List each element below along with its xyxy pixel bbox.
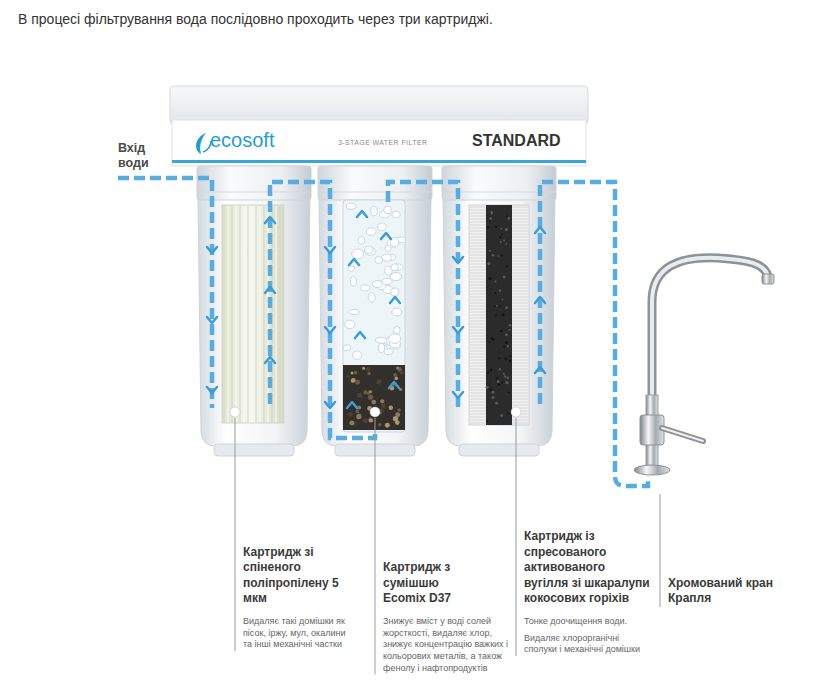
model-tagline: 3-STAGE WATER FILTER bbox=[338, 139, 427, 147]
flow-arrow bbox=[265, 357, 275, 363]
page-title: В процесі фільтрування вода послідовно п… bbox=[18, 11, 493, 27]
flow-arrow bbox=[389, 382, 399, 388]
brand-panel: ecosoft 3-STAGE WATER FILTER STANDARD bbox=[172, 120, 586, 166]
model-name: STANDARD bbox=[472, 132, 561, 150]
cartridge-description: Знижує вміст у воді солей жорсткості, ви… bbox=[383, 616, 511, 674]
flow-arrow bbox=[325, 327, 335, 333]
flow-arrow bbox=[207, 387, 217, 393]
flow-arrow bbox=[207, 247, 217, 253]
water-flow bbox=[118, 178, 648, 486]
cartridge-title: Картридж з сумішшю Ecomix D37 bbox=[383, 560, 483, 607]
leader-line bbox=[375, 418, 376, 674]
cartridge-description: Видаляє хлорорганічні сполуки і механічн… bbox=[524, 633, 649, 656]
flow-arrow bbox=[453, 327, 463, 333]
inlet-label: Вхід води bbox=[118, 141, 170, 170]
flow-arrow bbox=[265, 217, 275, 223]
leader-line bbox=[235, 418, 236, 651]
flow-arrow bbox=[390, 297, 400, 303]
flow-arrow bbox=[535, 227, 545, 233]
flow-arrow bbox=[347, 402, 357, 408]
leader-line bbox=[516, 418, 517, 656]
cartridge-description: Тонке доочищення води. bbox=[524, 616, 649, 628]
flow-arrow bbox=[349, 259, 359, 265]
flow-arrow bbox=[535, 297, 545, 303]
cartridge-description: Видаляє такі домішки як пісок, іржу, мул… bbox=[243, 616, 355, 651]
flow-arrow bbox=[535, 367, 545, 373]
flow-arrow bbox=[357, 211, 367, 217]
flow-arrow bbox=[207, 317, 217, 323]
leader-dot bbox=[230, 407, 521, 417]
faucet bbox=[634, 258, 774, 475]
flow-arrow bbox=[265, 287, 275, 293]
filter-bracket bbox=[170, 86, 588, 166]
cartridge-title: Картридж зі спіненого поліпропілену 5 мк… bbox=[243, 545, 348, 607]
brand-logo: ecosoft bbox=[210, 129, 274, 151]
flow-arrow bbox=[325, 402, 335, 408]
filter-housing bbox=[318, 166, 432, 456]
faucet-title: Хромований кран Крапля bbox=[668, 576, 793, 607]
flow-arrow bbox=[453, 392, 463, 398]
flow-arrow bbox=[355, 332, 365, 338]
leader-line bbox=[660, 494, 661, 607]
flow-arrow bbox=[381, 233, 391, 239]
cartridge-title: Картридж із спресованого активованого ву… bbox=[524, 529, 652, 607]
flow-arrow bbox=[325, 247, 335, 253]
flow-arrow bbox=[453, 257, 463, 263]
